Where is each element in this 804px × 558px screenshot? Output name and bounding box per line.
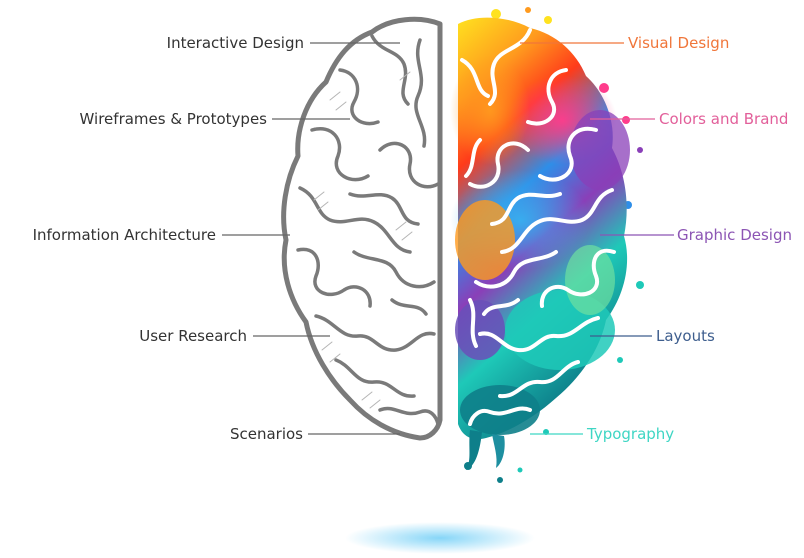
left-labels: Interactive Design Wireframes & Prototyp… [33, 34, 304, 443]
left-fold [378, 141, 440, 189]
left-fold [378, 406, 440, 426]
paint-splash [636, 281, 644, 289]
label-user-research: User Research [139, 327, 247, 345]
paint-splash [497, 477, 503, 483]
left-fold [298, 186, 412, 254]
label-colors-and-brand: Colors and Brand [659, 110, 788, 128]
paint-splash [637, 147, 643, 153]
label-typography: Typography [586, 425, 674, 443]
paint-splash [525, 7, 531, 13]
paint-splash [617, 357, 623, 363]
left-fold [296, 247, 372, 308]
left-fold [414, 38, 427, 148]
paint-drip [466, 430, 482, 470]
label-layouts: Layouts [656, 327, 715, 345]
paint-drip [492, 434, 505, 468]
left-fold [314, 314, 436, 352]
left-leader-lines [222, 42, 400, 435]
right-hemisphere-paint [450, 7, 644, 483]
left-fold [348, 192, 420, 226]
paint-blob [570, 110, 630, 190]
left-hatching [313, 71, 413, 409]
left-hemisphere-sketch [281, 16, 443, 441]
left-fold [370, 34, 410, 106]
left-fold [390, 298, 428, 316]
paint-splash [517, 467, 523, 473]
paint-splash [491, 9, 501, 19]
label-scenarios: Scenarios [230, 425, 303, 443]
paint-blob [455, 300, 505, 360]
paint-blob [460, 385, 540, 435]
right-labels: Visual Design Colors and Brand Graphic D… [586, 34, 792, 443]
left-hemisphere-outline [281, 16, 443, 441]
shadow-glow [345, 522, 535, 554]
label-information-architecture: Information Architecture [33, 226, 216, 244]
right-leader-lines [520, 42, 674, 435]
left-fold [338, 68, 380, 126]
label-wireframes-prototypes: Wireframes & Prototypes [80, 110, 268, 128]
left-fold [334, 358, 416, 398]
label-interactive-design: Interactive Design [167, 34, 304, 52]
label-visual-design: Visual Design [628, 34, 729, 52]
paint-blob [565, 245, 615, 315]
left-fold [310, 126, 370, 182]
paint-splash [544, 16, 552, 24]
paint-blob [450, 55, 530, 165]
left-fold [352, 250, 436, 289]
paint-splash [622, 116, 630, 124]
label-graphic-design: Graphic Design [677, 226, 792, 244]
